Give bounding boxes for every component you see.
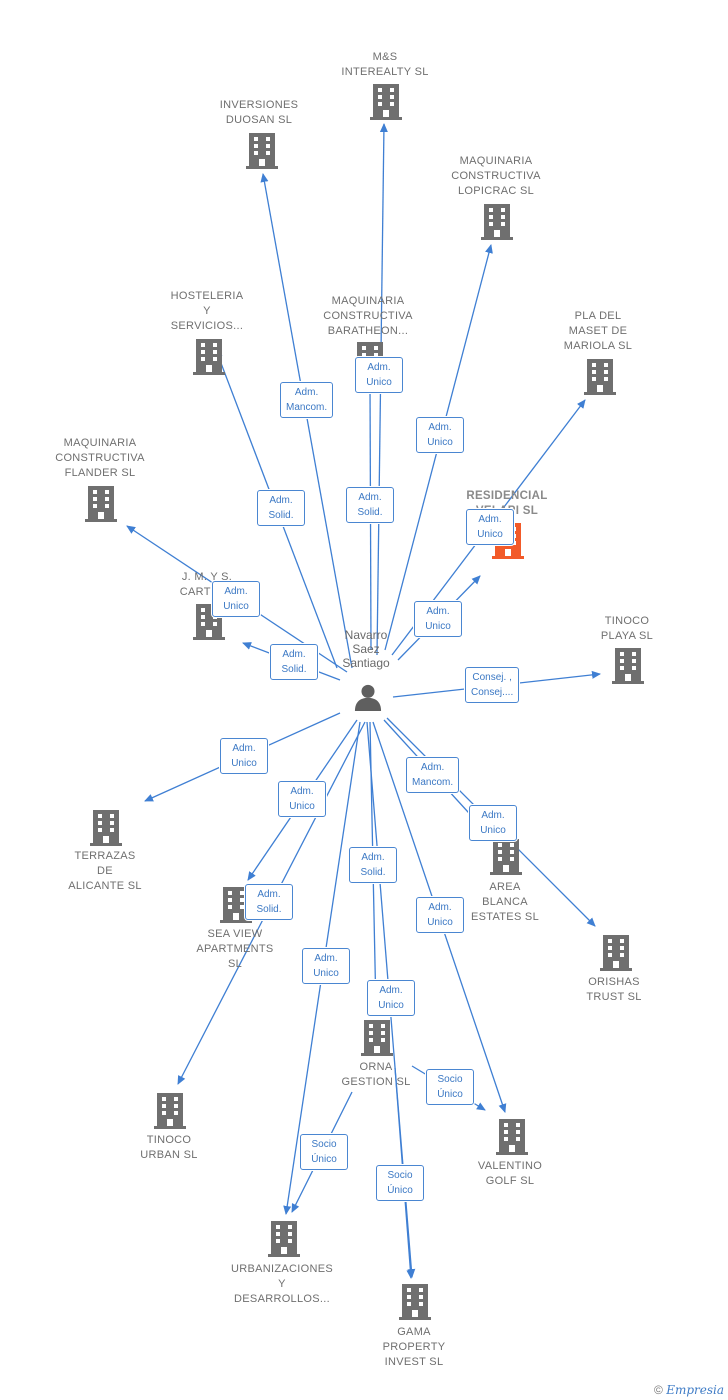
edge-center-duosan <box>260 173 353 669</box>
building-icon[interactable] <box>481 204 513 240</box>
edge-label-center-hosteleria: Adm. Solid. <box>257 490 305 526</box>
company-label-terrazas[interactable]: TERRAZAS DE ALICANTE SL <box>68 850 142 892</box>
person-name-label[interactable]: Navarro Saez Santiago <box>342 628 390 670</box>
company-label-baratheon[interactable]: MAQUINARIA CONSTRUCTIVA BARATHEON... <box>323 295 413 337</box>
company-label-orishas[interactable]: ORISHAS TRUST SL <box>586 976 642 1003</box>
company-label-seaview[interactable]: SEA VIEW APARTMENTS SL <box>196 928 274 970</box>
building-icon[interactable] <box>370 84 402 120</box>
edge-label-center-orishas: Adm. Unico <box>469 805 517 841</box>
building-icon[interactable] <box>600 935 632 971</box>
company-label-tinocourban[interactable]: TINOCO URBAN SL <box>140 1134 198 1161</box>
edge-label-orna-valentino: Socio Único <box>426 1069 474 1105</box>
company-label-orna[interactable]: ORNA GESTION SL <box>341 1061 411 1088</box>
company-label-tinocoplaya[interactable]: TINOCO PLAYA SL <box>600 615 654 642</box>
company-label-lopicrac[interactable]: MAQUINARIA CONSTRUCTIVA LOPICRAC SL <box>451 155 541 197</box>
company-label-pla[interactable]: PLA DEL MASET DE MARIOLA SL <box>563 310 633 352</box>
copyright-symbol: © <box>654 1383 663 1397</box>
edge-label-center-pla: Adm. Unico <box>414 601 462 637</box>
building-icon[interactable] <box>361 1020 393 1056</box>
edge-label-center-areablanca: Adm. Mancom. <box>406 757 460 793</box>
edge-label-center-orna: Adm. Solid. <box>349 847 397 883</box>
edge-label-center-duosan: Adm. Mancom. <box>280 382 334 418</box>
company-label-areablanca[interactable]: AREA BLANCA ESTATES SL <box>470 881 539 923</box>
edge-label-center-flander: Adm. Unico <box>212 581 260 617</box>
building-icon[interactable] <box>496 1119 528 1155</box>
building-icon[interactable] <box>490 839 522 875</box>
edge-label-center-gama: Adm. Unico <box>367 980 415 1016</box>
edge-label-center-velapi: Adm. Unico <box>466 509 514 545</box>
company-label-flander[interactable]: MAQUINARIA CONSTRUCTIVA FLANDER SL <box>55 437 145 479</box>
building-icon[interactable] <box>399 1284 431 1320</box>
edge-label-center-baratheon: Adm. Solid. <box>346 487 394 523</box>
company-label-duosan[interactable]: INVERSIONES DUOSAN SL <box>219 99 299 126</box>
person-icon[interactable] <box>354 684 382 711</box>
company-label-ms[interactable]: M&S INTEREALTY SL <box>341 51 429 78</box>
company-label-valentino[interactable]: VALENTINO GOLF SL <box>477 1160 543 1187</box>
edge-label-center-terrazas: Adm. Unico <box>220 738 268 774</box>
building-icon[interactable] <box>584 359 616 395</box>
building-icon[interactable] <box>193 339 225 375</box>
edge-label-center-ms: Adm. Unico <box>355 357 403 393</box>
building-icon[interactable] <box>268 1221 300 1257</box>
edge-label-center-valentino: Adm. Unico <box>416 897 464 933</box>
footer-brand: © Empresia <box>654 1383 724 1397</box>
edge-label-center-tinocourban: Adm. Solid. <box>245 884 293 920</box>
building-icon[interactable] <box>85 486 117 522</box>
edge-label-center-jmys: Adm. Solid. <box>270 644 318 680</box>
edge-label-center-seaview: Adm. Unico <box>278 781 326 817</box>
edge-label-orna-urbanizaciones: Socio Único <box>300 1134 348 1170</box>
edge-label-center-urbanizaciones: Adm. Unico <box>302 948 350 984</box>
edge-label-center-tinocoplaya: Consej. , Consej.... <box>465 667 520 703</box>
building-icon[interactable] <box>90 810 122 846</box>
edge-label-center-lopicrac: Adm. Unico <box>416 417 464 453</box>
company-label-urbanizaciones[interactable]: URBANIZACIONES Y DESARROLLOS... <box>231 1263 333 1305</box>
edge-label-orna-gama: Socio Único <box>376 1165 424 1201</box>
company-label-hosteleria[interactable]: HOSTELERIA Y SERVICIOS... <box>170 290 244 332</box>
company-label-gama[interactable]: GAMA PROPERTY INVEST SL <box>382 1326 446 1368</box>
building-icon[interactable] <box>154 1093 186 1129</box>
building-icon[interactable] <box>246 133 278 169</box>
empresia-logo[interactable]: Empresia <box>666 1383 724 1397</box>
building-icon[interactable] <box>612 648 644 684</box>
